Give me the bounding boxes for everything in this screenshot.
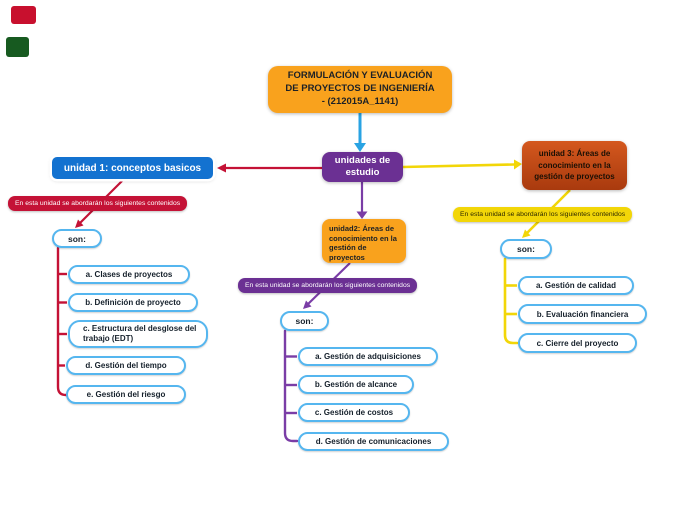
root-node[interactable]: unidades de estudio bbox=[322, 152, 403, 182]
unit2-node[interactable]: unidad2: Áreas de conocimiento en la ges… bbox=[322, 219, 406, 263]
unit1-node[interactable]: unidad 1: conceptos basicos bbox=[52, 157, 213, 179]
unit1-to-son-arrow-icon bbox=[75, 219, 84, 228]
unit3-to-son-arrow-icon bbox=[522, 229, 531, 238]
unit2-item[interactable]: c. Gestión de costos bbox=[298, 403, 410, 422]
root-to-unit3-arrow-icon bbox=[514, 159, 522, 170]
unit1-banner[interactable]: En esta unidad se abordarán los siguient… bbox=[8, 196, 188, 211]
title-to-root-arrow-icon bbox=[354, 143, 366, 152]
unit3-item[interactable]: c. Cierre del proyecto bbox=[518, 333, 637, 353]
root-to-unit2-arrow-icon bbox=[356, 211, 368, 219]
unit3-banner[interactable]: En esta unidad se abordarán los siguient… bbox=[453, 207, 633, 222]
edge-node-fragment-red bbox=[11, 6, 36, 24]
unit3-son-node[interactable]: son: bbox=[500, 239, 552, 259]
edge-node-fragment-green bbox=[6, 37, 29, 57]
unit3-item[interactable]: b. Evaluación financiera bbox=[518, 304, 647, 324]
unit2-item[interactable]: b. Gestión de alcance bbox=[298, 375, 414, 394]
unit2-trunk-line bbox=[283, 329, 299, 443]
unit2-son-node[interactable]: son: bbox=[280, 311, 329, 331]
unit3-item[interactable]: a. Gestión de calidad bbox=[518, 276, 634, 295]
unit1-trunk-line bbox=[56, 246, 69, 397]
unit1-item[interactable]: c. Estructura del desglose del trabajo (… bbox=[68, 320, 208, 348]
root-to-unit1-arrow-icon bbox=[217, 163, 226, 173]
unit1-item[interactable]: b. Definición de proyecto bbox=[68, 293, 198, 312]
root-to-unit3-line bbox=[402, 163, 515, 169]
unit1-item[interactable]: a. Clases de proyectos bbox=[68, 265, 190, 284]
unit1-son-node[interactable]: son: bbox=[52, 229, 102, 248]
unit2-to-son-arrow-icon bbox=[303, 300, 312, 309]
unit2-item[interactable]: a. Gestión de adquisiciones bbox=[298, 347, 438, 366]
course-title-node[interactable]: FORMULACIÓN Y EVALUACIÓN DE PROYECTOS DE… bbox=[268, 66, 452, 113]
course-title-text: FORMULACIÓN Y EVALUACIÓN DE PROYECTOS DE… bbox=[285, 70, 435, 107]
unit1-item[interactable]: e. Gestión del riesgo bbox=[66, 385, 186, 404]
unit2-banner[interactable]: En esta unidad se abordarán los siguient… bbox=[238, 278, 418, 293]
unit2-item[interactable]: d. Gestión de comunicaciones bbox=[298, 432, 449, 451]
unit3-node[interactable]: unidad 3: Áreas de conocimiento en la ge… bbox=[522, 141, 627, 190]
unit1-item[interactable]: d. Gestión del tiempo bbox=[66, 356, 186, 375]
unit3-trunk-line bbox=[503, 257, 519, 345]
